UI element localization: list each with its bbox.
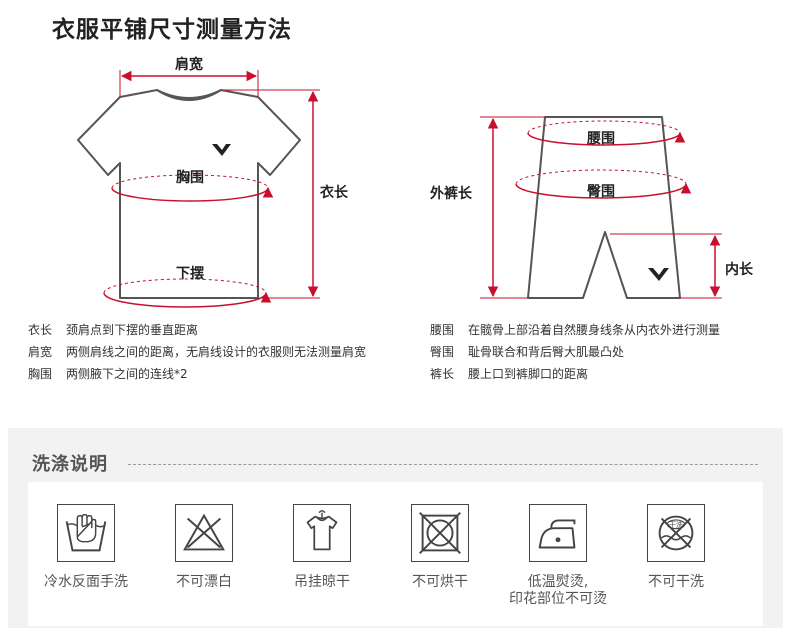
definition-desc: 两侧腋下之间的连线*2 bbox=[66, 367, 188, 381]
care-item-hang-dry: 吊挂晾干 bbox=[264, 504, 380, 591]
logo-icon bbox=[212, 144, 231, 156]
hip-ellipse-back bbox=[515, 169, 687, 185]
care-label: 低温熨烫, 印花部位不可烫 bbox=[509, 574, 607, 607]
definition-row: 臀围 耻骨联合和背后臀大肌最凸处 bbox=[430, 344, 775, 360]
definition-desc: 颈肩点到下摆的垂直距离 bbox=[66, 323, 199, 337]
definition-row: 裤长 腰上口到裤脚口的距离 bbox=[430, 366, 775, 382]
care-label: 不可干洗 bbox=[648, 574, 704, 590]
care-label: 冷水反面手洗 bbox=[44, 574, 128, 590]
definition-row: 衣长 颈肩点到下摆的垂直距离 bbox=[28, 322, 368, 338]
waist-ellipse-front bbox=[527, 131, 686, 146]
outseam-label: 外裤长 bbox=[430, 186, 472, 202]
pants-definitions: 腰围 在髋骨上部沿着自然腰身线条从内衣外进行测量 臀围 耻骨联合和背后臀大肌最凸… bbox=[430, 322, 775, 388]
hem-ellipse-front bbox=[103, 291, 272, 308]
inseam-label: 内长 bbox=[725, 262, 753, 278]
tshirt-collar bbox=[156, 89, 222, 101]
definition-row: 肩宽 两侧肩线之间的距离，无肩线设计的衣服则无法测量肩宽 bbox=[28, 344, 368, 360]
care-title: 洗涤说明 bbox=[32, 454, 108, 475]
care-label: 不可漂白 bbox=[176, 574, 232, 590]
shirt-definitions: 衣长 颈肩点到下摆的垂直距离 肩宽 两侧肩线之间的距离，无肩线设计的衣服则无法测… bbox=[28, 322, 368, 388]
chest-ellipse-back bbox=[111, 174, 269, 189]
definition-term: 臀围 bbox=[430, 345, 455, 359]
no-bleach-icon bbox=[175, 504, 233, 562]
definition-row: 腰围 在髋骨上部沿着自然腰身线条从内衣外进行测量 bbox=[430, 322, 775, 338]
definition-term: 裤长 bbox=[430, 367, 455, 381]
definition-desc: 在髋骨上部沿着自然腰身线条从内衣外进行测量 bbox=[468, 323, 721, 337]
chest-ellipse-front bbox=[111, 186, 274, 202]
definition-term: 腰围 bbox=[430, 323, 455, 337]
care-panel: 洗涤说明 冷水反面手洗 不可漂白 bbox=[8, 428, 783, 628]
page-title: 衣服平铺尺寸测量方法 bbox=[52, 17, 292, 43]
length-label: 衣长 bbox=[320, 185, 348, 201]
hang-dry-icon bbox=[293, 504, 351, 562]
care-item-hand-wash: 冷水反面手洗 bbox=[28, 504, 144, 591]
definition-desc: 耻骨联合和背后臀大肌最凸处 bbox=[468, 345, 625, 359]
no-dry-clean-icon: 干洗 bbox=[647, 504, 705, 562]
dry-clean-badge-text: 干洗 bbox=[669, 520, 683, 529]
definition-desc: 两侧肩线之间的距离，无肩线设计的衣服则无法测量肩宽 bbox=[66, 345, 367, 359]
no-tumble-dry-icon bbox=[411, 504, 469, 562]
care-icons-box: 冷水反面手洗 不可漂白 吊挂晾干 bbox=[28, 482, 763, 626]
definition-row: 胸围 两侧腋下之间的连线*2 bbox=[28, 366, 368, 382]
pants-outline bbox=[527, 116, 681, 299]
shoulder-label: 肩宽 bbox=[175, 57, 203, 73]
care-label: 不可烘干 bbox=[412, 574, 468, 590]
care-item-low-iron: 低温熨烫, 印花部位不可烫 bbox=[500, 504, 616, 608]
care-item-no-bleach: 不可漂白 bbox=[146, 504, 262, 591]
low-iron-icon bbox=[529, 504, 587, 562]
hand-wash-icon bbox=[57, 504, 115, 562]
definition-term: 衣长 bbox=[28, 323, 53, 337]
definition-term: 肩宽 bbox=[28, 345, 53, 359]
waist-label: 腰围 bbox=[587, 131, 615, 147]
hip-ellipse-front bbox=[515, 182, 692, 199]
chest-label: 胸围 bbox=[176, 170, 204, 186]
care-label: 吊挂晾干 bbox=[294, 574, 350, 590]
hem-ellipse-back bbox=[103, 278, 267, 294]
hem-label: 下摆 bbox=[176, 266, 204, 282]
measurement-diagram bbox=[77, 70, 722, 308]
hip-label: 臀围 bbox=[587, 184, 615, 200]
definition-desc: 腰上口到裤脚口的距离 bbox=[468, 367, 589, 381]
care-item-no-dry-clean: 干洗 不可干洗 bbox=[618, 504, 734, 591]
waist-ellipse-back bbox=[527, 120, 681, 134]
care-title-divider bbox=[128, 464, 758, 465]
care-item-no-tumble-dry: 不可烘干 bbox=[382, 504, 498, 591]
logo-icon bbox=[648, 268, 669, 281]
definition-term: 胸围 bbox=[28, 367, 53, 381]
